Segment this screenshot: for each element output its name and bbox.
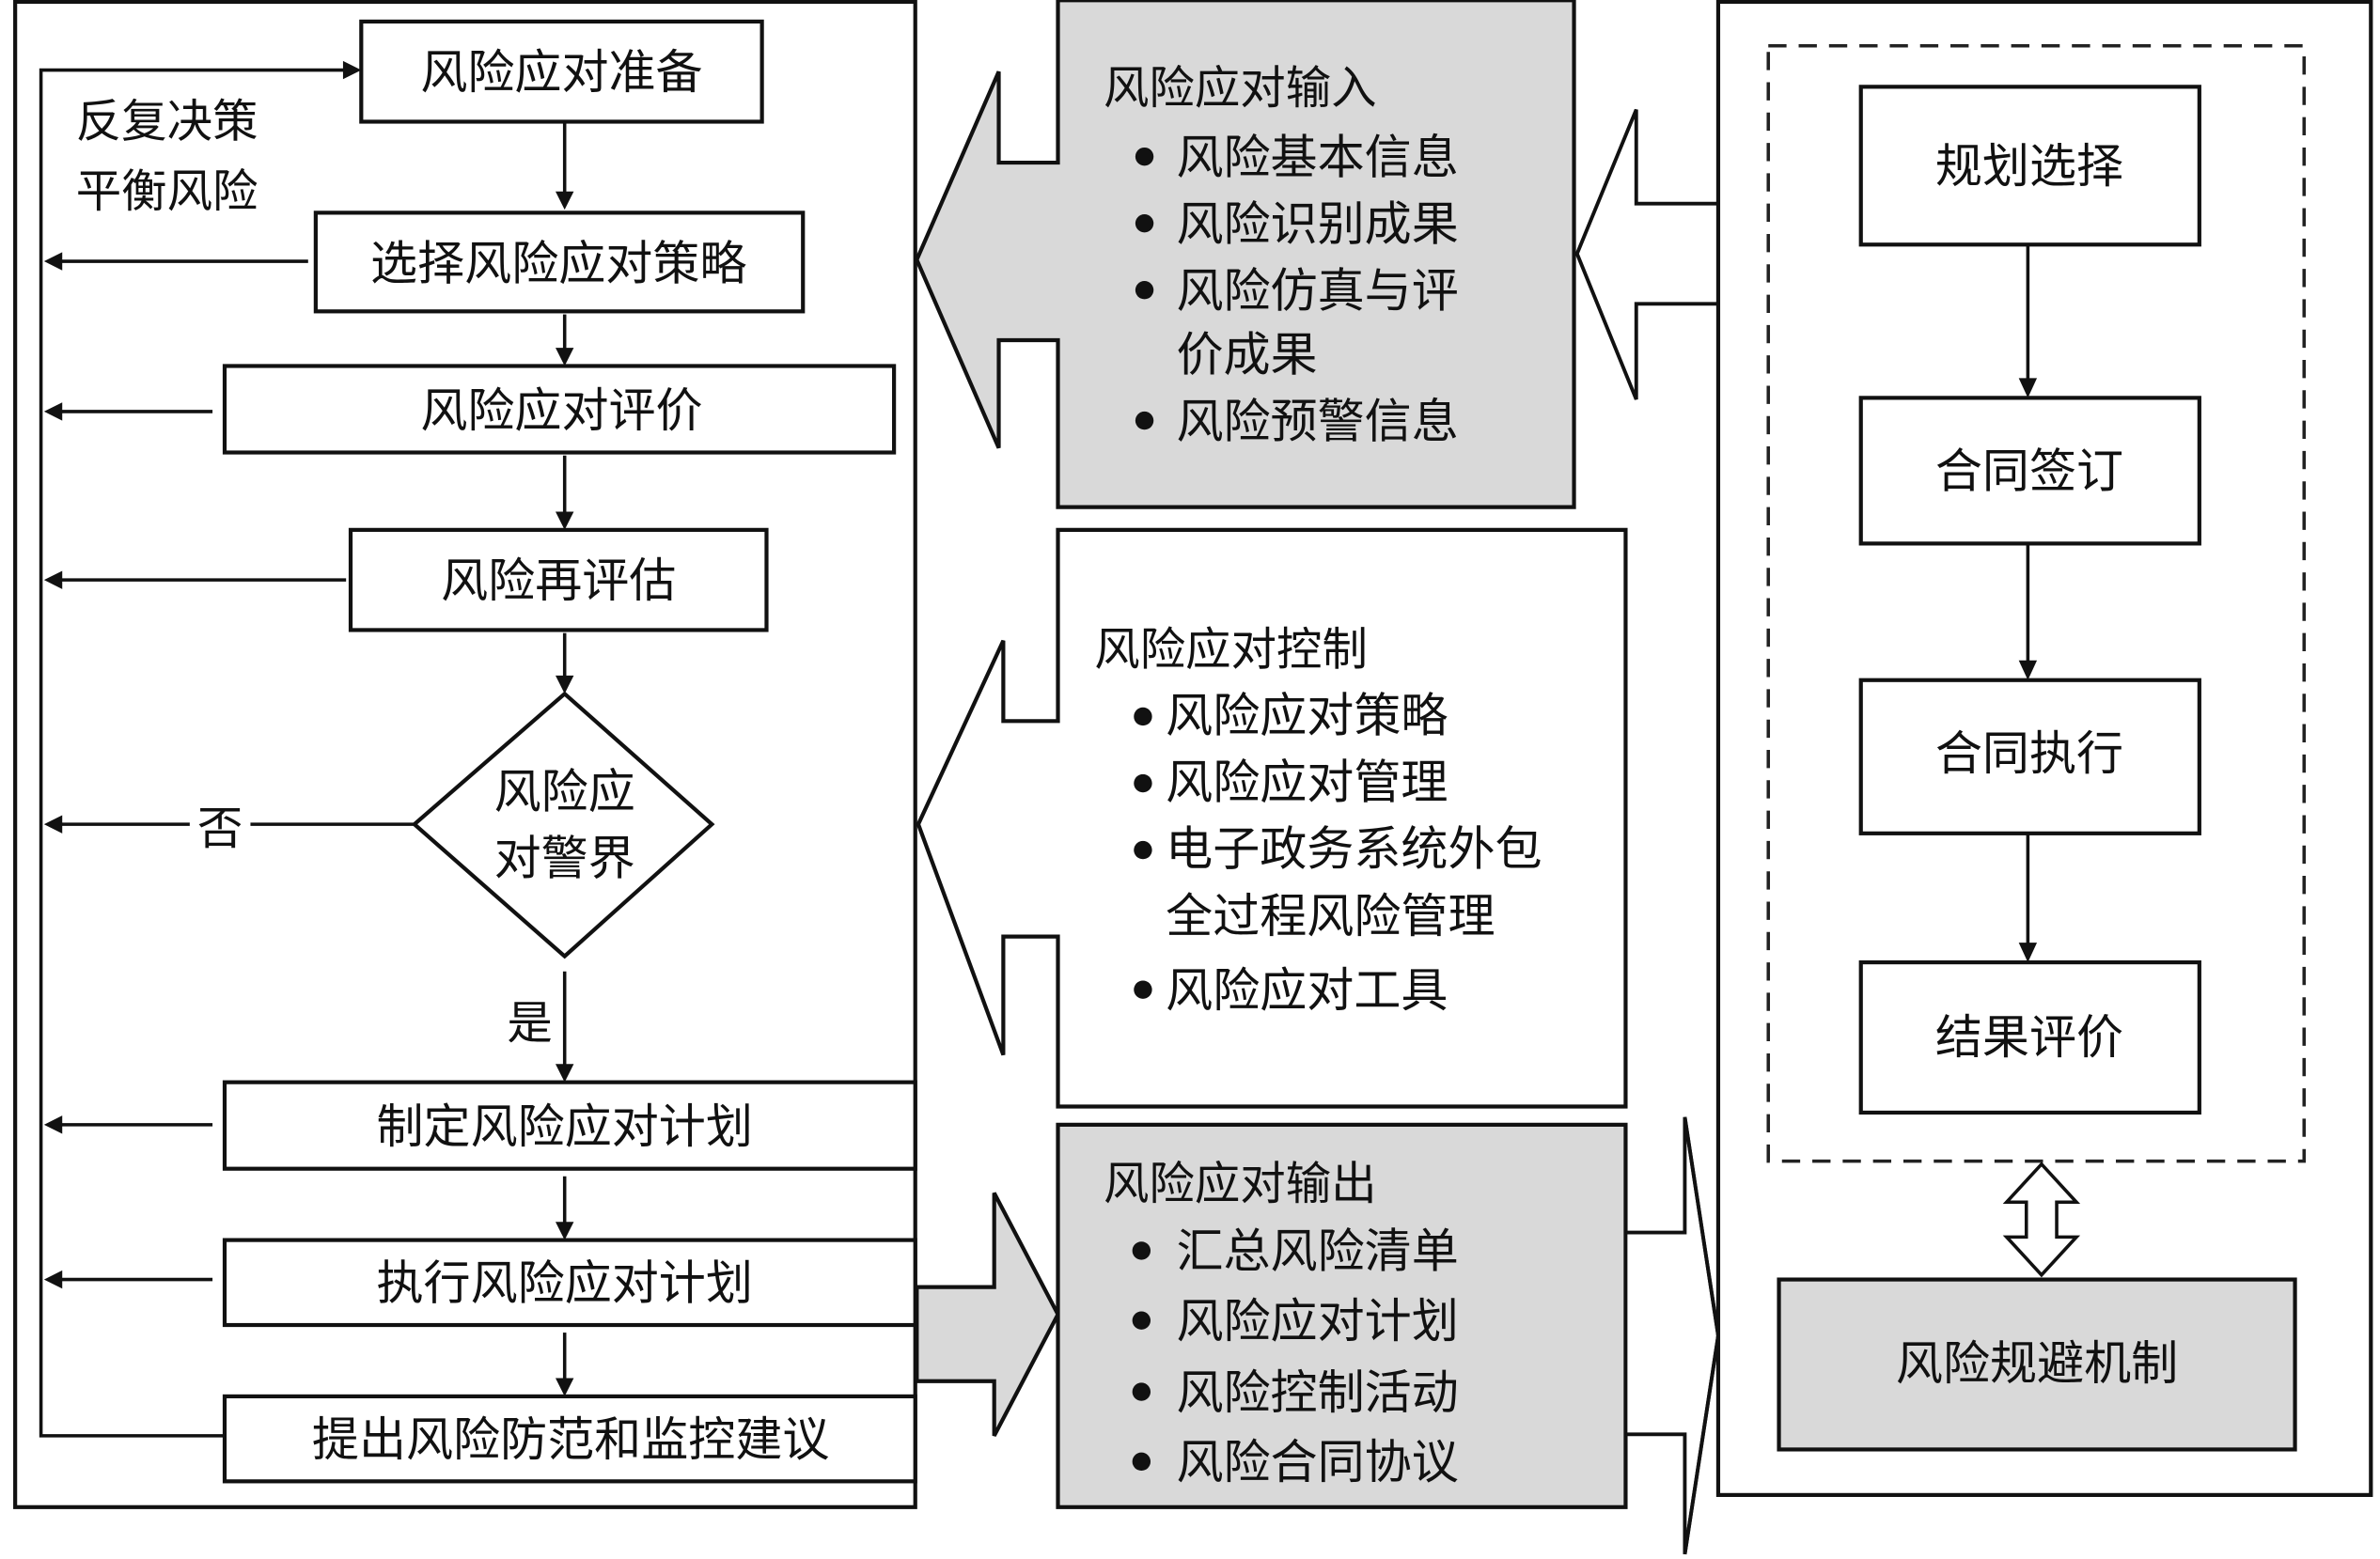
control-list: 风险应对策略 风险应对管理 电子政务系统外包 全过程风险管理 风险应对工具 [1134,689,1542,1018]
input-item-cont: 价成果 [1176,327,1317,382]
right-step-planning: 规划选择 [1858,85,2201,247]
risk-avoidance-mechanism: 风险规避机制 [1777,1277,2297,1452]
flow-arrows [556,121,574,1396]
step-make-plan-label: 制定风险应对计划 [377,1099,753,1154]
loop-label-line1: 反复决策 [76,96,258,148]
step-evaluate: 风险应对评价 [222,364,897,455]
step-reassess: 风险再评估 [348,527,769,632]
right-flow-arrows [2018,244,2038,963]
decision-label-line1: 风险应 [494,764,635,818]
output-item: 风险应对计划 [1176,1294,1458,1349]
decision-yes-label: 是 [507,997,552,1050]
loop-arrowhead [342,60,362,80]
output-item: 风险控制活动 [1176,1365,1458,1420]
input-arrow [915,0,1576,509]
decision-label-line2: 对警界 [494,831,635,885]
output-item: 风险合同协议 [1176,1435,1458,1489]
feedback-loop [39,60,362,1438]
output-item: 汇总风险清单 [1176,1224,1458,1279]
output-arrow [915,1122,1628,1509]
right-step-signing-label: 合同签订 [1935,444,2123,499]
step-recommendations: 提出风险防范和监控建议 [222,1394,917,1484]
step-reassess-label: 风险再评估 [441,553,676,608]
right-step-execution-label: 合同执行 [1935,726,2123,781]
decision-no-label: 否 [197,803,243,855]
output-list: 汇总风险清单 风险应对计划 风险控制活动 风险合同协议 [1132,1224,1459,1489]
control-item: 风险应对策略 [1166,689,1448,743]
control-arrow [916,527,1628,1109]
input-source-arrow [1574,108,1720,400]
right-step-signing: 合同签订 [1858,396,2201,546]
step-prepare-label: 风险应对准备 [420,45,702,100]
bidirectional-arrow [2002,1161,2081,1278]
risk-avoidance-mechanism-label: 风险规避机制 [1896,1336,2178,1391]
step-prepare: 风险应对准备 [359,19,764,124]
input-item: 风险仿真与评 [1176,263,1458,318]
right-step-evaluation-label: 结果评价 [1935,1010,2123,1065]
right-step-evaluation: 结果评价 [1858,959,2201,1115]
loop-label-line2: 平衡风险 [76,165,258,218]
input-item: 风险识别成果 [1176,196,1458,251]
control-item: 风险应对管理 [1166,756,1448,810]
step-evaluate-label: 风险应对评价 [420,383,702,438]
control-item: 电子政务系统外包 [1166,822,1542,877]
output-panel-title: 风险应对输出 [1104,1158,1377,1210]
feedback-arrows [43,252,415,1289]
step-execute-plan: 执行风险应对计划 [222,1238,917,1328]
step-select-strategy: 选择风险应对策略 [313,210,806,314]
contract-process-group [1766,43,2307,1163]
decision-threshold: 风险应 对警界 [411,691,715,959]
input-item: 风险基本信息 [1176,130,1458,184]
input-item: 风险预警信息 [1176,394,1458,448]
right-step-planning-label: 规划选择 [1935,139,2123,194]
step-select-strategy-label: 选择风险应对策略 [370,236,746,290]
step-execute-plan-label: 执行风险应对计划 [377,1256,753,1311]
input-panel-title: 风险应对输入 [1104,62,1377,115]
control-item-cont: 全过程风险管理 [1166,889,1495,943]
right-step-execution: 合同执行 [1858,678,2201,835]
input-list: 风险基本信息 风险识别成果 风险仿真与评 价成果 风险预警信息 [1135,130,1459,448]
control-panel-title: 风险应对控制 [1094,624,1368,677]
step-recommendations-label: 提出风险防范和监控建议 [312,1412,830,1467]
control-item: 风险应对工具 [1166,963,1448,1018]
output-target-arrow [1623,1116,1720,1555]
step-make-plan: 制定风险应对计划 [222,1080,917,1171]
